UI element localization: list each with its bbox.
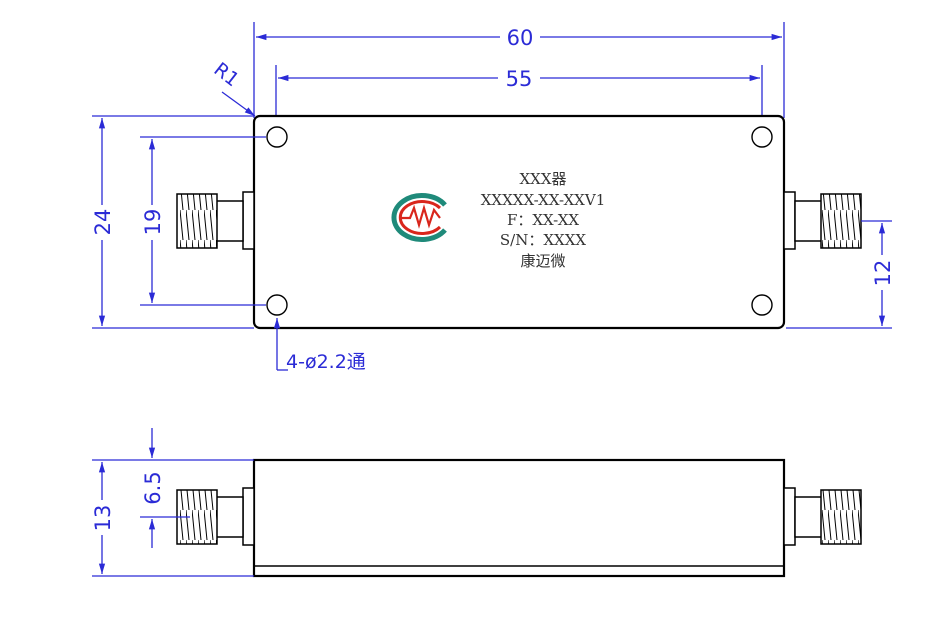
connector-left-side [176, 487, 255, 546]
side-view: 13 6.5 [91, 428, 862, 578]
dim-corner-radius: R1 [210, 58, 256, 117]
product-label: XXX器 XXXXX-XX-XXV1 F：XX-XX S/N：XXXX 康迈微 [481, 170, 605, 270]
connector-right-top [783, 191, 862, 250]
label-line-1: XXX器 [519, 170, 566, 188]
connector-right-side [783, 487, 862, 546]
dim-label-19: 19 [141, 209, 165, 236]
top-view: 60 55 R1 [91, 22, 895, 373]
dim-label-60: 60 [507, 26, 534, 50]
mounting-hole-tl [266, 126, 288, 148]
label-line-2: XXXXX-XX-XXV1 [481, 191, 605, 209]
dim-connector-offset: 12 [786, 220, 895, 329]
dim-label-13: 13 [91, 505, 115, 532]
dim-label-55: 55 [506, 67, 533, 91]
dim-hole-spacing-length: 55 [275, 65, 763, 130]
dim-label-6-5: 6.5 [141, 471, 165, 504]
mounting-hole-bl [266, 294, 288, 316]
dim-overall-thickness: 13 [91, 459, 254, 577]
label-line-4: S/N：XXXX [500, 231, 586, 249]
dim-label-12: 12 [871, 260, 895, 287]
label-line-3: F：XX-XX [507, 211, 579, 229]
dim-connector-height: 6.5 [140, 428, 190, 548]
mounting-hole-br [751, 294, 773, 316]
dim-label-24: 24 [91, 209, 115, 236]
mounting-hole-tr [751, 126, 773, 148]
dim-label-r1: R1 [210, 58, 243, 91]
hole-callout-text: 4-ø2.2通 [286, 351, 366, 373]
dim-overall-height: 24 [91, 115, 254, 329]
label-line-5: 康迈微 [520, 252, 565, 270]
dim-overall-length: 60 [253, 22, 785, 118]
hole-callout: 4-ø2.2通 [273, 318, 366, 373]
connector-left-top [176, 191, 255, 250]
housing-side [252, 458, 786, 578]
dim-hole-spacing-height: 19 [140, 136, 266, 306]
company-logo [391, 193, 447, 242]
